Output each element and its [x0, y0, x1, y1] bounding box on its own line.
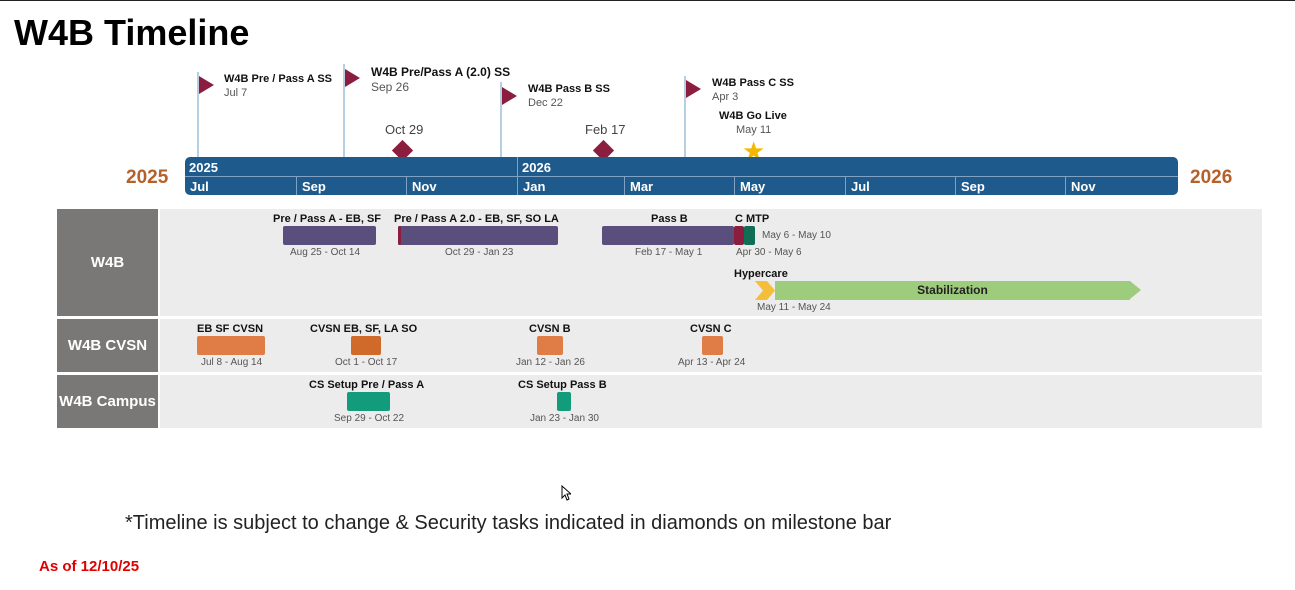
year-separator — [517, 157, 518, 195]
task-dates: Apr 30 - May 6 — [736, 247, 802, 258]
year-start-label: 2025 — [126, 167, 169, 188]
task-bar — [744, 226, 755, 245]
month-separator — [845, 177, 846, 195]
task-bar — [702, 336, 723, 355]
footnote: *Timeline is subject to change & Securit… — [125, 512, 892, 534]
hypercare-chevron — [755, 281, 775, 300]
flag-icon — [199, 76, 214, 94]
lane-label-w4b: W4B — [57, 209, 158, 316]
task-bar — [557, 392, 571, 411]
task-name: EB SF CVSN — [197, 323, 264, 335]
task-dates: Jan 23 - Jan 30 — [530, 413, 599, 424]
task-name: CS Setup Pre / Pass A — [309, 379, 425, 391]
task-bar — [602, 226, 734, 245]
task-name: CVSN C — [690, 323, 732, 335]
milestone-date: Apr 3 — [712, 91, 739, 103]
month-separator — [406, 177, 407, 195]
task-dates: May 6 - May 10 — [762, 230, 831, 241]
task-bar — [734, 226, 744, 245]
milestone-date: Dec 22 — [528, 97, 563, 109]
as-of-date: As of 12/10/25 — [39, 558, 140, 575]
task-name: Pre / Pass A - EB, SF — [273, 213, 382, 225]
task-bar — [351, 336, 381, 355]
lane-label-campus: W4B Campus — [57, 375, 158, 428]
task-name: CVSN EB, SF, LA SO — [310, 323, 418, 335]
milestone-name: W4B Pre/Pass A (2.0) SS — [371, 65, 511, 79]
milestone-line — [197, 72, 199, 158]
mouse-cursor-icon — [561, 485, 571, 501]
month-label: Nov — [412, 179, 437, 194]
task-bar — [283, 226, 376, 245]
lane-background — [160, 375, 1262, 428]
stabilization-arrow — [1130, 281, 1141, 299]
task-dates: Oct 29 - Jan 23 — [445, 247, 514, 258]
month-label: Mar — [630, 179, 654, 194]
month-separator — [624, 177, 625, 195]
task-dates: May 11 - May 24 — [757, 302, 831, 313]
milestone-date: Jul 7 — [224, 87, 248, 99]
task-dates: Oct 1 - Oct 17 — [335, 357, 398, 368]
go-live-name: W4B Go Live — [719, 110, 787, 122]
task-name: Hypercare — [734, 268, 788, 280]
flag-icon — [686, 80, 701, 98]
milestone-name: W4B Pass B SS — [528, 83, 610, 95]
milestone-line — [684, 76, 686, 158]
month-label: Jul — [190, 179, 209, 194]
year-end-label: 2026 — [1190, 167, 1233, 188]
month-label: Sep — [961, 179, 985, 194]
stabilization-bar — [775, 281, 1130, 300]
milestone-line — [500, 82, 502, 158]
task-dates: Jul 8 - Aug 14 — [201, 357, 263, 368]
task-name: Pass B — [651, 213, 688, 225]
flag-icon — [345, 69, 360, 87]
task-bar — [537, 336, 563, 355]
task-dates: Sep 29 - Oct 22 — [334, 413, 405, 424]
stabilization-label: Stabilization — [917, 283, 988, 297]
task-name: MTP — [746, 213, 770, 225]
milestone-name: W4B Pass C SS — [712, 77, 794, 89]
month-separator — [296, 177, 297, 195]
month-label: Jan — [523, 179, 546, 194]
diamond-date: Feb 17 — [585, 122, 626, 137]
task-dates: Apr 13 - Apr 24 — [678, 357, 746, 368]
task-dates: Feb 17 - May 1 — [635, 247, 703, 258]
milestone-line — [343, 64, 345, 158]
task-name: CVSN B — [529, 323, 571, 335]
month-label: Sep — [302, 179, 326, 194]
year-tick-2025: 2025 — [189, 160, 218, 175]
go-live-date: May 11 — [736, 124, 772, 136]
month-separator — [1065, 177, 1066, 195]
month-separator — [734, 177, 735, 195]
page-title: W4B Timeline — [14, 12, 250, 53]
top-border — [0, 0, 1295, 1]
task-bar — [398, 226, 558, 245]
timeline-bar: 2025 2026 Jul Sep Nov Jan Mar May Jul Se… — [185, 157, 1178, 195]
task-dates: Jan 12 - Jan 26 — [516, 357, 585, 368]
task-bar — [197, 336, 265, 355]
month-label: Nov — [1071, 179, 1096, 194]
flag-icon — [502, 87, 517, 105]
task-name: C — [735, 213, 743, 225]
lane-label-cvsn: W4B CVSN — [57, 319, 158, 372]
diamond-date: Oct 29 — [385, 122, 424, 137]
task-marker — [398, 226, 401, 245]
milestone-date: Sep 26 — [371, 80, 410, 94]
month-label: Jul — [851, 179, 870, 194]
month-separator — [955, 177, 956, 195]
task-name: CS Setup Pass B — [518, 379, 607, 391]
task-name: Pre / Pass A 2.0 - EB, SF, SO LA — [394, 213, 559, 225]
task-bar — [347, 392, 390, 411]
milestone-name: W4B Pre / Pass A SS — [224, 73, 333, 85]
year-tick-2026: 2026 — [522, 160, 551, 175]
task-dates: Aug 25 - Oct 14 — [290, 247, 361, 258]
month-label: May — [740, 179, 766, 194]
timeline-divider — [185, 176, 1178, 177]
